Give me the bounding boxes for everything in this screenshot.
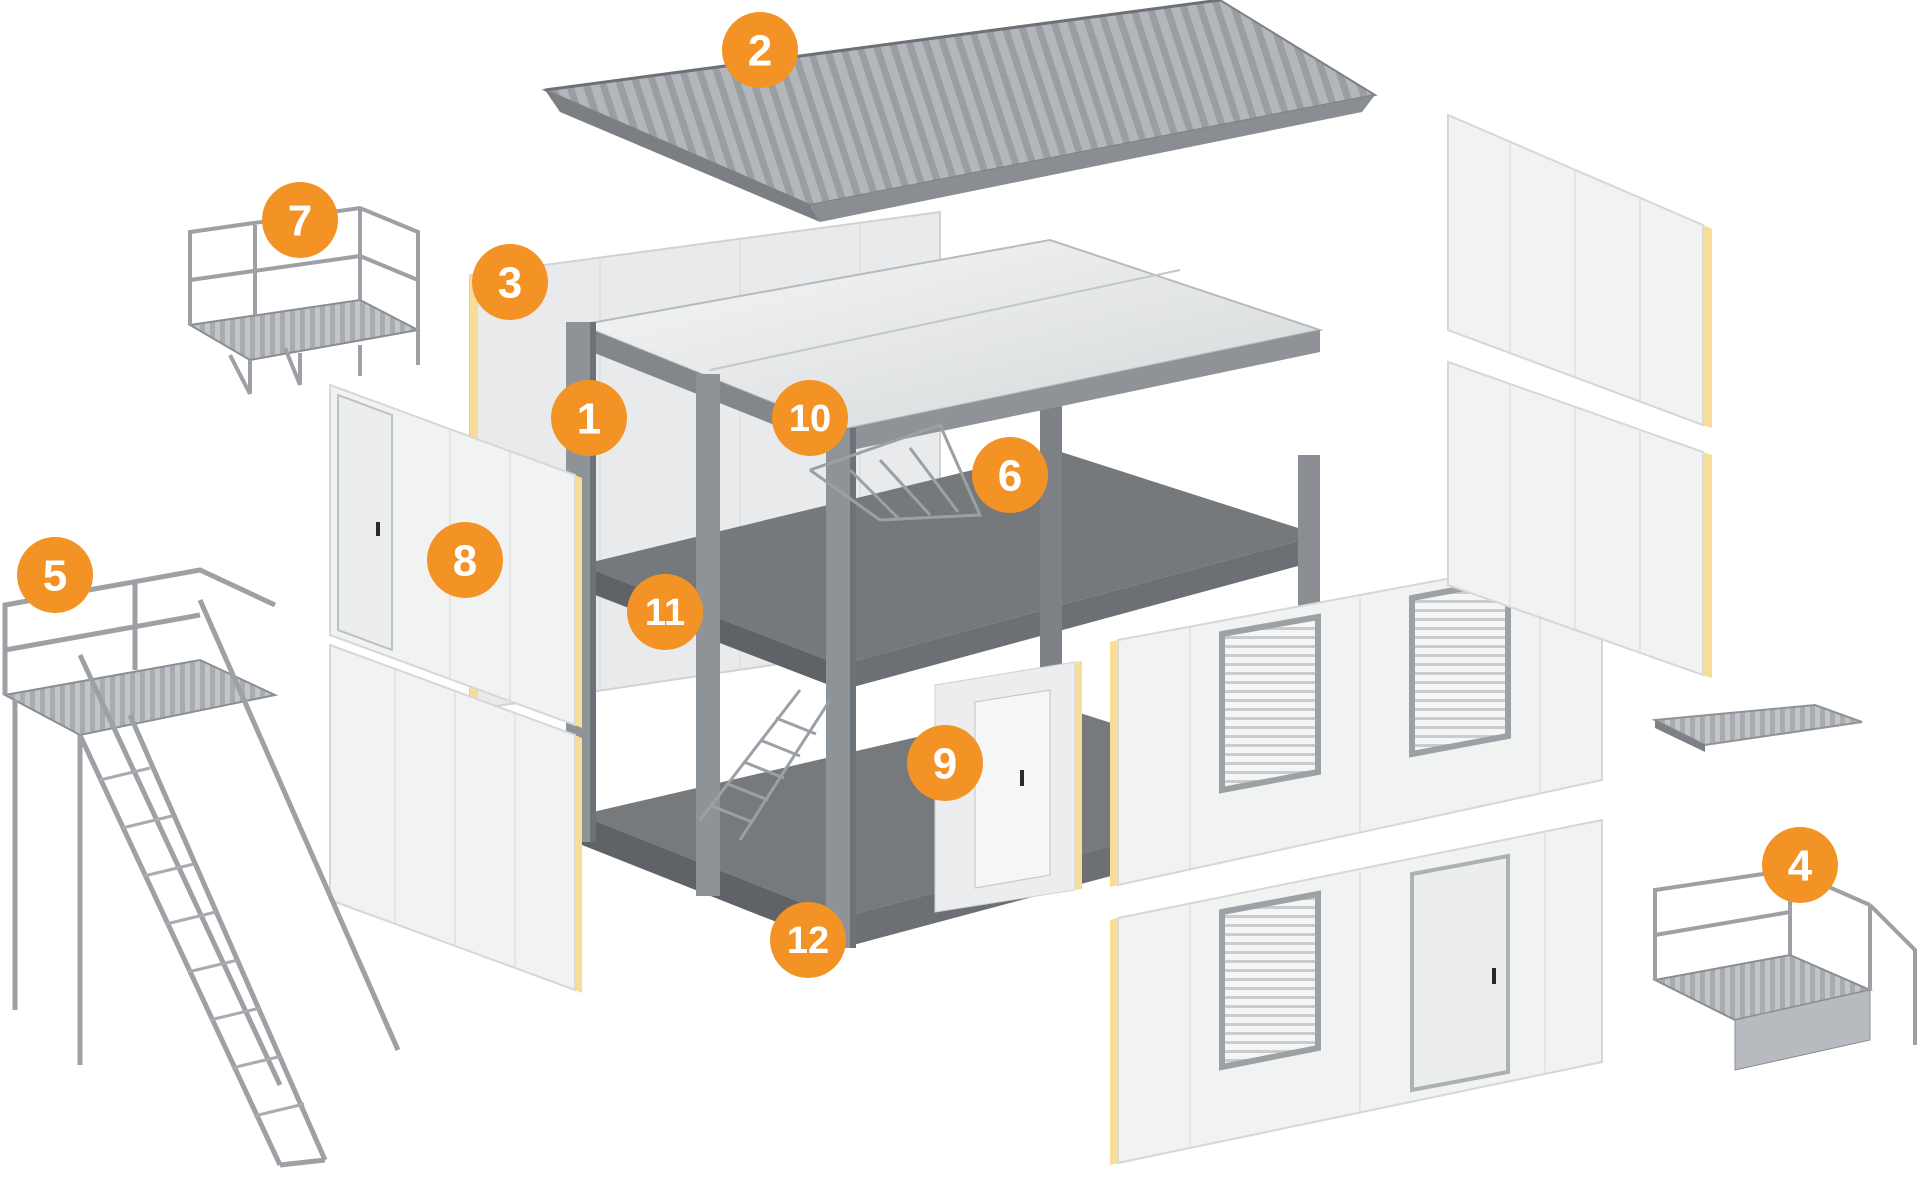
internal-staircase <box>698 423 983 841</box>
front-wall-panel-upper <box>1110 548 1603 887</box>
end-wall-panel-upper <box>1447 113 1712 428</box>
callout-number: 8 <box>453 537 477 586</box>
front-wall-panel-lower <box>1110 818 1603 1165</box>
balcony-platform <box>187 205 422 395</box>
callout-number: 5 <box>43 552 67 601</box>
callout-number: 3 <box>498 259 522 308</box>
callout-circle <box>17 537 93 613</box>
side-wall-panel-lower <box>329 643 582 993</box>
callout-number: 11 <box>645 592 685 634</box>
callout-circle <box>427 522 503 598</box>
callout-badge-3[interactable]: 3 <box>472 244 548 320</box>
callout-number: 4 <box>1788 842 1813 891</box>
callout-circle <box>472 244 548 320</box>
callout-badge-8[interactable]: 8 <box>427 522 503 598</box>
callout-number: 7 <box>288 197 312 246</box>
callout-number: 10 <box>789 398 831 440</box>
callout-circle <box>262 182 338 258</box>
callout-number: 12 <box>787 920 829 962</box>
external-staircase-with-landing <box>1 567 401 1168</box>
callout-badge-2[interactable]: 2 <box>722 12 798 88</box>
callout-circle <box>722 12 798 88</box>
callout-badge-5[interactable]: 5 <box>17 537 93 613</box>
callout-circle <box>972 437 1048 513</box>
callout-number: 9 <box>933 740 957 789</box>
entrance-steps <box>1651 867 1917 1071</box>
callout-badge-11[interactable]: 11 <box>627 574 703 650</box>
upper-floor <box>580 450 1320 665</box>
callout-badge-9[interactable]: 9 <box>907 725 983 801</box>
callout-circle <box>627 574 703 650</box>
callout-circle <box>1762 827 1838 903</box>
entrance-step-platform <box>1651 703 1863 752</box>
callout-number: 2 <box>748 27 772 76</box>
callout-number: 6 <box>998 452 1022 501</box>
callout-circle <box>772 380 848 456</box>
callout-circle <box>551 380 627 456</box>
end-wall-panel-lower <box>1447 360 1712 678</box>
pitched-roof <box>541 0 1378 222</box>
interior-partition <box>934 661 1082 913</box>
callout-badge-7[interactable]: 7 <box>262 182 338 258</box>
callout-circle <box>770 902 846 978</box>
callout-badge-12[interactable]: 12 <box>770 902 846 978</box>
callout-badge-6[interactable]: 6 <box>972 437 1048 513</box>
callout-badge-1[interactable]: 1 <box>551 380 627 456</box>
callout-circle <box>907 725 983 801</box>
callout-badge-10[interactable]: 10 <box>772 380 848 456</box>
callout-number: 1 <box>577 395 601 444</box>
callout-badge-4[interactable]: 4 <box>1762 827 1838 903</box>
